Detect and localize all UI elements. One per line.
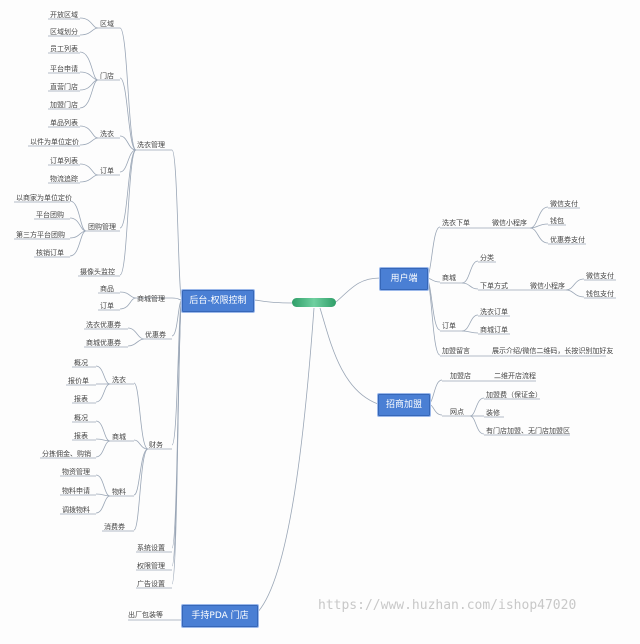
- leaf-fm-3[interactable]: 分拣佣金、购销: [42, 450, 91, 458]
- node-store[interactable]: 门店: [100, 72, 114, 80]
- leaf-area-1[interactable]: 开放区域: [50, 11, 78, 19]
- leaf-area-2[interactable]: 区域划分: [50, 28, 78, 36]
- leaf-mall-product[interactable]: 商品: [100, 285, 114, 293]
- hub-user[interactable]: 用户端: [380, 268, 428, 290]
- watermark-text: https://www.huzhan.com/ishop47020: [318, 598, 577, 613]
- leaf-store-3[interactable]: 直营门店: [50, 83, 78, 91]
- hub-recruit[interactable]: 招商加盟: [378, 394, 430, 416]
- leaf-fmat-3[interactable]: 调拨物料: [62, 506, 90, 514]
- leaf-fmat-1[interactable]: 物资管理: [62, 468, 90, 476]
- leaf-net-3[interactable]: 有门店加盟、无门店加盟区: [486, 427, 570, 435]
- leaf-group-3[interactable]: 第三方平台团购: [16, 231, 65, 239]
- node-wash-order[interactable]: 洗衣下单: [442, 219, 470, 227]
- node-perm-mgmt[interactable]: 权限管理: [137, 562, 165, 570]
- leaf-coupon-2[interactable]: 商城优惠券: [86, 339, 121, 347]
- node-wechat-mp[interactable]: 微信小程序: [492, 219, 527, 227]
- leaf-coupon-1[interactable]: 洗衣优惠券: [86, 321, 121, 329]
- node-area[interactable]: 区域: [100, 20, 114, 28]
- node-group[interactable]: 团购管理: [88, 223, 116, 231]
- leaf-wash-2[interactable]: 以件为单位定价: [30, 138, 79, 146]
- node-coupon[interactable]: 优惠券: [145, 331, 166, 339]
- root-node[interactable]: [292, 298, 336, 307]
- leaf-store-2[interactable]: 平台申请: [50, 65, 78, 73]
- leaf-fw-2[interactable]: 报价单: [68, 377, 89, 385]
- node-order[interactable]: 订单: [100, 167, 114, 175]
- node-orders[interactable]: 订单: [442, 322, 456, 330]
- node-mall-wechat-mp[interactable]: 微信小程序: [530, 282, 565, 290]
- node-laundry-mgmt[interactable]: 洗衣管理: [137, 141, 165, 149]
- node-fin-receipt[interactable]: 消费券: [104, 523, 125, 531]
- node-camera[interactable]: 摄像头监控: [80, 268, 115, 276]
- node-ad-mgmt[interactable]: 广告设置: [137, 580, 165, 588]
- node-mall-mgmt[interactable]: 商城管理: [137, 295, 165, 303]
- leaf-pay-2[interactable]: 钱包: [550, 217, 564, 225]
- node-mall[interactable]: 商城: [442, 274, 456, 282]
- node-fin-wash[interactable]: 洗衣: [112, 376, 126, 384]
- node-fin-material[interactable]: 物料: [112, 488, 126, 496]
- node-factory-pkg[interactable]: 出厂包装等: [128, 611, 163, 619]
- node-wash[interactable]: 洗衣: [100, 130, 114, 138]
- leaf-join-msg-desc[interactable]: 展示介绍/微信二维码，长按识别加好友: [492, 347, 614, 355]
- leaf-pay-3[interactable]: 优惠券支付: [550, 236, 585, 244]
- node-join-msg[interactable]: 加盟留言: [442, 347, 470, 355]
- leaf-order-1[interactable]: 订单列表: [50, 157, 78, 165]
- leaf-mall-pay-1[interactable]: 微信支付: [586, 272, 614, 280]
- node-finance[interactable]: 财务: [149, 441, 163, 449]
- leaf-mall-order[interactable]: 订单: [100, 302, 114, 310]
- node-sys-settings[interactable]: 系统设置: [137, 544, 165, 552]
- leaf-orders-1[interactable]: 洗衣订单: [480, 308, 508, 316]
- hub-pda[interactable]: 手持PDA 门店: [182, 605, 258, 627]
- leaf-fmat-2[interactable]: 物料申请: [62, 487, 90, 495]
- leaf-category[interactable]: 分类: [480, 254, 494, 262]
- leaf-fm-1[interactable]: 概况: [74, 414, 88, 422]
- node-order-mode[interactable]: 下单方式: [480, 282, 508, 290]
- leaf-pay-1[interactable]: 微信支付: [550, 200, 578, 208]
- leaf-net-2[interactable]: 装修: [486, 409, 500, 417]
- leaf-order-2[interactable]: 物流追踪: [50, 175, 78, 183]
- leaf-fw-3[interactable]: 报表: [74, 395, 88, 403]
- leaf-join-1[interactable]: 二维开店流程: [494, 372, 536, 380]
- leaf-store-1[interactable]: 员工列表: [50, 45, 78, 53]
- leaf-store-4[interactable]: 加盟门店: [50, 101, 78, 109]
- leaf-net-1[interactable]: 加盟费（保证金）: [486, 391, 542, 399]
- node-join[interactable]: 加盟店: [450, 372, 471, 380]
- leaf-group-4[interactable]: 核销订单: [36, 249, 64, 257]
- leaf-orders-2[interactable]: 商城订单: [480, 326, 508, 334]
- leaf-group-2[interactable]: 平台团购: [36, 211, 64, 219]
- leaf-wash-1[interactable]: 单品列表: [50, 119, 78, 127]
- leaf-fm-2[interactable]: 报表: [74, 432, 88, 440]
- leaf-mall-pay-2[interactable]: 钱包支付: [586, 290, 614, 298]
- node-fin-mall[interactable]: 商城: [112, 433, 126, 441]
- leaf-group-1[interactable]: 以商家为单位定价: [16, 194, 72, 202]
- leaf-fw-1[interactable]: 概况: [74, 359, 88, 367]
- node-network[interactable]: 网点: [450, 408, 464, 416]
- hub-backend[interactable]: 后台-权限控制: [182, 290, 254, 312]
